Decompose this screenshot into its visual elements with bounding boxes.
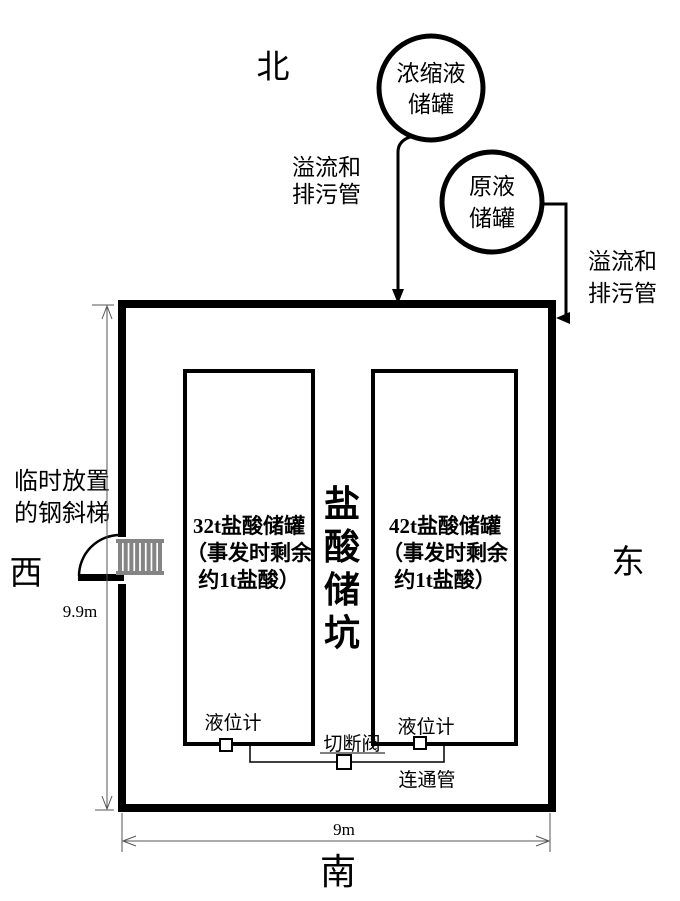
cutoff-valve-label: 切断阀 bbox=[323, 733, 380, 755]
left-tank-label-line1: 32t盐酸储罐 bbox=[193, 514, 305, 538]
overflow-right-line2: 排污管 bbox=[588, 281, 657, 306]
concentrate-tank-label-line1: 浓缩液 bbox=[397, 61, 466, 86]
steel-ladder-icon bbox=[116, 539, 164, 575]
concentrate-tank-label-line2: 储罐 bbox=[408, 92, 454, 117]
concentrate-tank: 浓缩液 储罐 bbox=[376, 33, 486, 143]
right-level-gauge-label: 液位计 bbox=[397, 716, 454, 738]
pit-title-char-3: 储 bbox=[324, 570, 360, 610]
door-swing-arc bbox=[77, 533, 121, 577]
cutoff-valve-icon bbox=[336, 754, 352, 770]
door-symbol bbox=[77, 533, 124, 581]
height-dimension bbox=[92, 304, 114, 811]
overflow-pipe-left bbox=[392, 134, 414, 304]
pit-title-char-4: 坑 bbox=[324, 612, 360, 653]
height-dimension-label: 9.9m bbox=[63, 602, 97, 621]
width-dimension bbox=[121, 813, 551, 852]
connecting-pipe-label: 连通管 bbox=[398, 769, 455, 791]
left-arrow-thin-icon bbox=[121, 835, 137, 847]
left-level-gauge-icon bbox=[219, 738, 233, 752]
compass-west-label: 西 bbox=[10, 556, 43, 592]
right-arrow-thin-icon bbox=[535, 835, 551, 847]
width-dimension-label: 9m bbox=[333, 820, 355, 839]
left-tank-label-line2: （事发时剩余 bbox=[186, 541, 313, 565]
right-tank-label-line1: 42t盐酸储罐 bbox=[389, 514, 501, 538]
left-acid-tank: 32t盐酸储罐 （事发时剩余 约1t盐酸） 液位计 bbox=[183, 369, 315, 746]
left-tank-label-line3: 约1t盐酸） bbox=[198, 568, 300, 592]
ladder-label-line1: 临时放置 bbox=[14, 468, 110, 495]
compass-east-label: 东 bbox=[612, 544, 645, 581]
down-arrow-thin-icon bbox=[101, 795, 113, 811]
cutoff-valve: 切断阀 bbox=[320, 733, 385, 770]
overflow-right-line1: 溢流和 bbox=[588, 249, 657, 274]
raw-liquid-tank: 原液 储罐 bbox=[439, 149, 545, 255]
left-arrow-icon bbox=[556, 312, 570, 324]
up-arrow-icon bbox=[101, 304, 113, 320]
right-tank-label-line2: （事发时剩余 bbox=[382, 541, 509, 565]
raw-tank-label-line1: 原液 bbox=[469, 174, 515, 199]
down-arrow-icon bbox=[392, 289, 404, 304]
overflow-pipe-left-label: 溢流和 排污管 bbox=[292, 155, 361, 207]
overflow-pipe-right-label: 溢流和 排污管 bbox=[588, 249, 657, 306]
left-level-gauge-label: 液位计 bbox=[204, 712, 261, 734]
ladder-label: 临时放置 的钢斜梯 bbox=[14, 468, 110, 527]
overflow-left-line2: 排污管 bbox=[292, 182, 361, 207]
right-level-gauge-icon bbox=[413, 736, 427, 750]
right-tank-label-line3: 约1t盐酸） bbox=[394, 568, 496, 592]
pit-title-char-1: 盐 bbox=[324, 484, 360, 524]
compass-north-label: 北 bbox=[257, 50, 290, 86]
right-acid-tank: 42t盐酸储罐 （事发时剩余 约1t盐酸） 液位计 bbox=[371, 369, 518, 746]
pit-title-char-2: 酸 bbox=[324, 527, 360, 567]
pit-wall bbox=[118, 300, 556, 812]
pit-title: 盐 酸 储 坑 bbox=[324, 484, 360, 653]
ladder-label-line2: 的钢斜梯 bbox=[14, 500, 110, 527]
door-leaf bbox=[78, 574, 124, 581]
raw-tank-label-line2: 储罐 bbox=[469, 206, 515, 231]
overflow-pipe-right bbox=[543, 202, 570, 324]
overflow-left-line1: 溢流和 bbox=[292, 155, 361, 180]
compass-south-label: 南 bbox=[320, 852, 356, 892]
